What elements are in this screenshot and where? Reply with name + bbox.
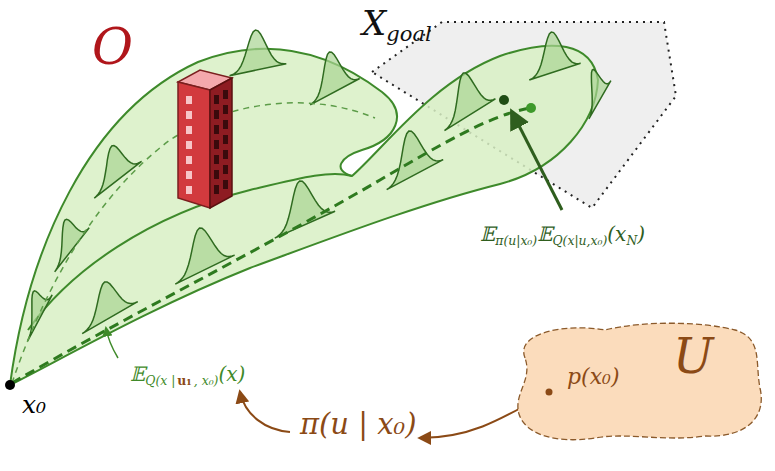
final-mean-pointer (512, 112, 562, 210)
window (186, 156, 192, 164)
mean-trajectory (12, 108, 530, 383)
formula-subscript: Q(x|u,x₀) (552, 235, 607, 247)
window (186, 96, 192, 104)
window (223, 180, 228, 189)
density-curve (175, 228, 234, 284)
density-curves (28, 30, 611, 341)
formula-part: 𝔼 (480, 224, 495, 244)
start-point (5, 380, 15, 390)
final-state (526, 103, 536, 113)
density-curve (230, 30, 287, 76)
density-curve (387, 131, 444, 190)
formula-part: X (362, 6, 386, 40)
formula-part: ) (637, 224, 645, 244)
window (223, 105, 228, 114)
uncertainty-set: p(x₀) U (505, 318, 767, 446)
formula-subscript: u₁ (175, 375, 193, 387)
formula-subscript: N (626, 235, 637, 247)
sample-dot (546, 389, 553, 396)
density-curve (445, 73, 496, 131)
window (214, 170, 219, 179)
window (214, 185, 219, 194)
window (214, 95, 219, 104)
window (214, 140, 219, 149)
blob-outline (505, 318, 767, 446)
window (214, 125, 219, 134)
window (186, 141, 192, 149)
obstacle-building (178, 70, 232, 208)
density-curve (82, 282, 138, 334)
trajectory-tube (10, 46, 598, 385)
window (214, 155, 219, 164)
density-curve (28, 291, 53, 341)
formula-subscript: π(u|x₀) (495, 235, 537, 247)
window (223, 120, 228, 129)
policy-pointer (240, 392, 290, 432)
window (186, 171, 192, 179)
density-curve (529, 32, 580, 80)
blob-shape (518, 323, 761, 440)
formula-part: (x (607, 224, 626, 244)
formula-subscript: goal (386, 23, 432, 44)
mean-pointer (106, 328, 118, 358)
start-state: x₀ (22, 392, 46, 417)
window (223, 150, 228, 159)
density-curve (310, 52, 360, 105)
final-expectation: 𝔼π(u|x₀)𝔼Q(x|u,x₀)(xN) (480, 224, 645, 244)
window (214, 110, 219, 119)
window (223, 165, 228, 174)
window (186, 186, 192, 194)
sample-label: p(x₀) (567, 366, 619, 388)
window (223, 90, 228, 99)
window (186, 126, 192, 134)
formula-part: (x) (218, 364, 245, 384)
formula-subscript: , x₀) (194, 375, 219, 387)
obstacle-symbol: O (92, 22, 133, 72)
window (223, 135, 228, 144)
goal-set-label: Xgoal (362, 6, 432, 40)
set-symbol: U (673, 332, 713, 380)
formula-part: 𝔼 (537, 224, 552, 244)
density-curve (55, 219, 89, 272)
formula-part: 𝔼 (130, 364, 145, 384)
density-curve (589, 69, 611, 118)
mean-expectation: 𝔼Q(x |u₁, x₀)(x) (130, 364, 245, 384)
formula-subscript: Q(x | (145, 375, 175, 387)
expected-final-state (499, 95, 509, 105)
policy-label: π(u | x₀) (300, 410, 417, 439)
window (186, 111, 192, 119)
